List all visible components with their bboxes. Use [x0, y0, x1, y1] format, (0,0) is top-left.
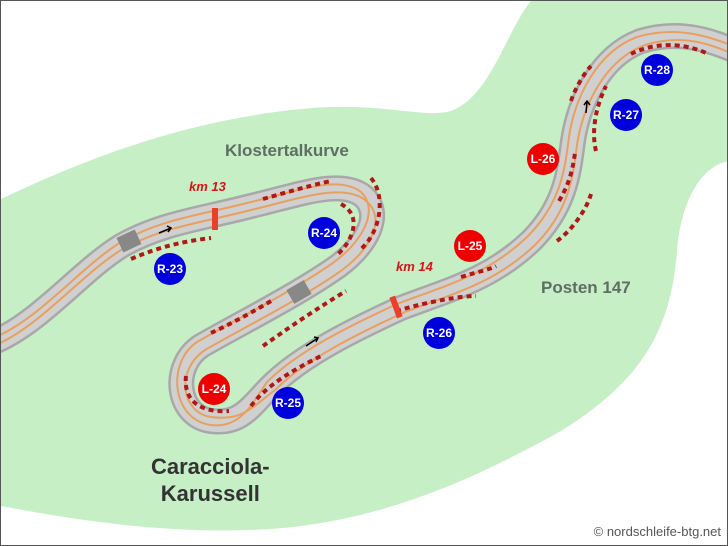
marker-l25[interactable]: L-25 [454, 230, 486, 262]
marker-r24[interactable]: R-24 [308, 217, 340, 249]
crossing-marking [286, 280, 312, 304]
marker-r28[interactable]: R-28 [641, 54, 673, 86]
marker-l24[interactable]: L-24 [198, 373, 230, 405]
marker-r25[interactable]: R-25 [272, 387, 304, 419]
km14-marker [389, 295, 403, 319]
km13-marker [212, 208, 218, 230]
label-line: Karussell [160, 481, 260, 506]
track-surface [1, 25, 727, 432]
curbs [130, 43, 707, 414]
marker-r27[interactable]: R-27 [610, 99, 642, 131]
racing-line [1, 31, 727, 427]
marker-l26[interactable]: L-26 [527, 143, 559, 175]
copyright: © nordschleife-btg.net [593, 524, 721, 539]
label-posten-147: Posten 147 [541, 278, 631, 297]
racing-line [1, 38, 727, 419]
marker-r23[interactable]: R-23 [154, 253, 186, 285]
label-line: Caracciola- [151, 454, 270, 479]
label-klostertalkurve: Klostertalkurve [225, 141, 349, 160]
label-caracciola-karussell: Caracciola- Karussell [151, 453, 270, 507]
crossing-marking [116, 229, 142, 253]
label-km14: km 14 [396, 259, 433, 274]
marker-r26[interactable]: R-26 [423, 317, 455, 349]
direction-arrows [158, 99, 591, 347]
label-km13: km 13 [189, 179, 226, 194]
